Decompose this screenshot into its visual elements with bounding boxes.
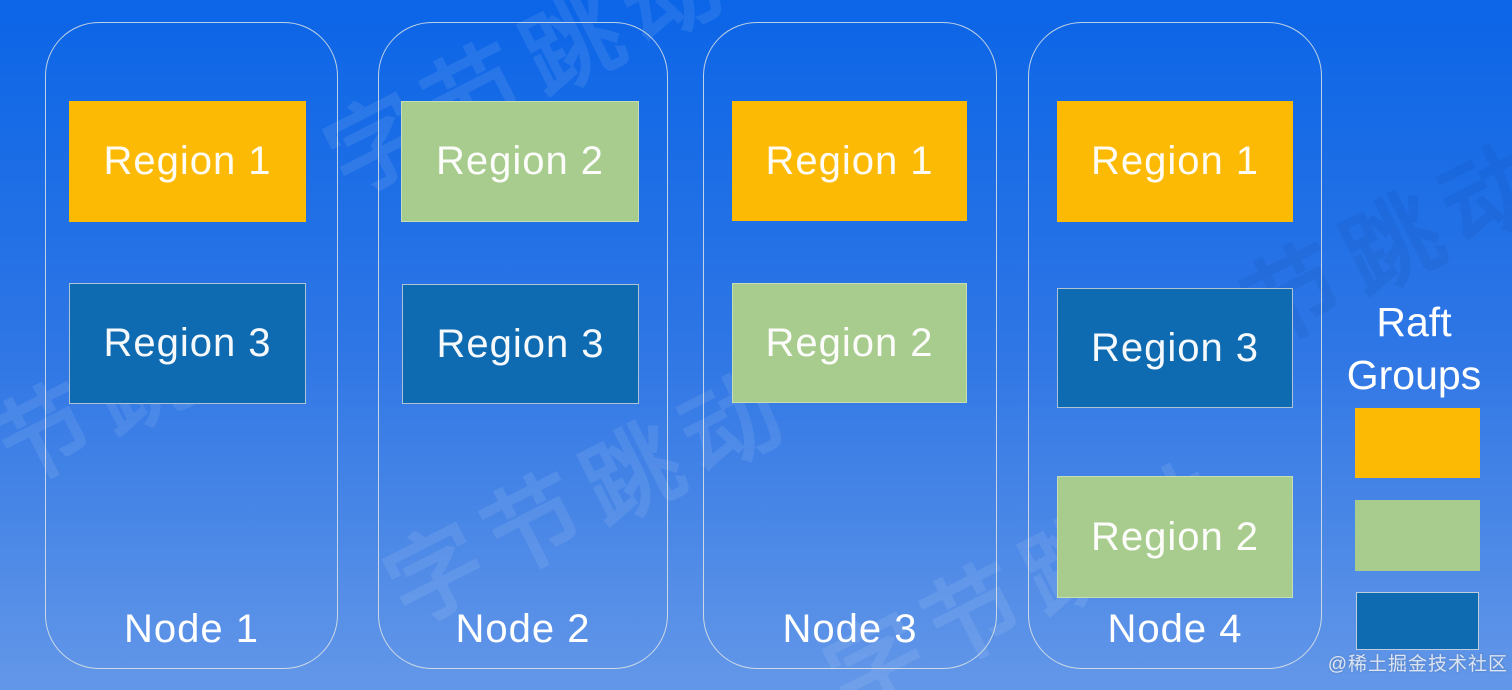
node-4-region-3-box: Region 3 [1057,288,1293,408]
region-label: Region 1 [1090,139,1260,183]
node-4-region-1-box: Region 1 [1057,101,1293,222]
legend-swatch-region-2 [1355,500,1480,571]
region-label: Region 2 [765,320,934,365]
node-1-region-1-box: Region 1 [69,101,306,222]
node-3-region-1-box: Region 1 [732,101,967,221]
node-2-region-3-box: Region 3 [402,284,639,404]
node-2-region-2-box: Region 2 [401,101,639,222]
region-label: Region 1 [103,139,272,183]
node-4-region-2-box: Region 2 [1057,476,1293,598]
region-label: Region 3 [1090,325,1260,370]
node-2-container: Region 2 Region 3 Node 2 [378,22,668,669]
region-label: Region 3 [103,321,272,365]
node-3-label: Node 3 [782,607,918,651]
region-label: Region 3 [436,321,605,366]
region-label: Region 2 [1090,514,1260,559]
legend-swatch-region-1 [1355,408,1480,478]
region-label: Region 1 [765,138,934,183]
node-3-container: Region 1 Region 2 Node 3 [703,22,997,669]
node-4-container: Region 1 Region 3 Region 2 Node 4 [1028,22,1322,669]
node-3-region-2-box: Region 2 [732,283,967,403]
legend-swatch-region-3 [1356,592,1479,650]
node-1-region-3-box: Region 3 [69,283,306,404]
legend-title: Raft Groups [1346,299,1482,398]
node-1-container: Region 1 Region 3 Node 1 [45,22,338,669]
region-label: Region 2 [435,139,605,183]
node-2-label: Node 2 [455,607,591,651]
node-1-label: Node 1 [124,607,259,651]
node-4-label: Node 4 [1107,607,1243,651]
credit-watermark: @稀土掘金技术社区 [1327,654,1508,675]
